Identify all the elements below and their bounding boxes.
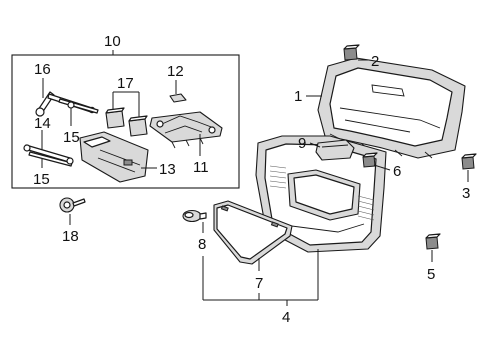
callout-9: 9 [298, 135, 306, 152]
handle-cover [315, 139, 355, 161]
scissor-jack [149, 111, 223, 149]
tailgate-inner-frame [317, 57, 466, 159]
wheel-chock-blocks [105, 107, 148, 137]
extension-bar-upper [58, 98, 99, 114]
access-cover-lid [213, 200, 293, 265]
callout-6: 6 [393, 163, 401, 180]
jack-label [169, 93, 187, 103]
callout-1: 1 [294, 88, 302, 105]
clip-right [461, 153, 477, 170]
callout-11: 11 [193, 159, 209, 176]
callout-10: 10 [104, 33, 121, 50]
callout-15-lower: 15 [33, 171, 50, 188]
callout-4: 4 [282, 309, 290, 326]
knob [182, 209, 207, 223]
callout-16: 16 [34, 61, 51, 78]
tool-kit-box [11, 54, 240, 189]
callout-2: 2 [371, 53, 379, 70]
callout-8: 8 [198, 236, 206, 253]
callout-7: 7 [255, 275, 263, 292]
callout-3: 3 [462, 185, 470, 202]
clip-top [343, 44, 360, 61]
callout-18: 18 [62, 228, 79, 245]
clip-lower-right [425, 233, 441, 250]
callout-17: 17 [117, 75, 134, 92]
clip-middle [362, 152, 378, 168]
callout-14: 14 [34, 115, 51, 132]
tailgate-trim-panel [255, 135, 387, 253]
callout-5: 5 [427, 266, 435, 283]
callout-12: 12 [167, 63, 184, 80]
bolt-clip [59, 197, 86, 213]
callout-13: 13 [159, 161, 176, 178]
callout-15-upper: 15 [63, 129, 80, 146]
tool-kit-group [11, 50, 240, 189]
jack-handle-lower [23, 144, 74, 167]
tool-tray [79, 131, 149, 183]
